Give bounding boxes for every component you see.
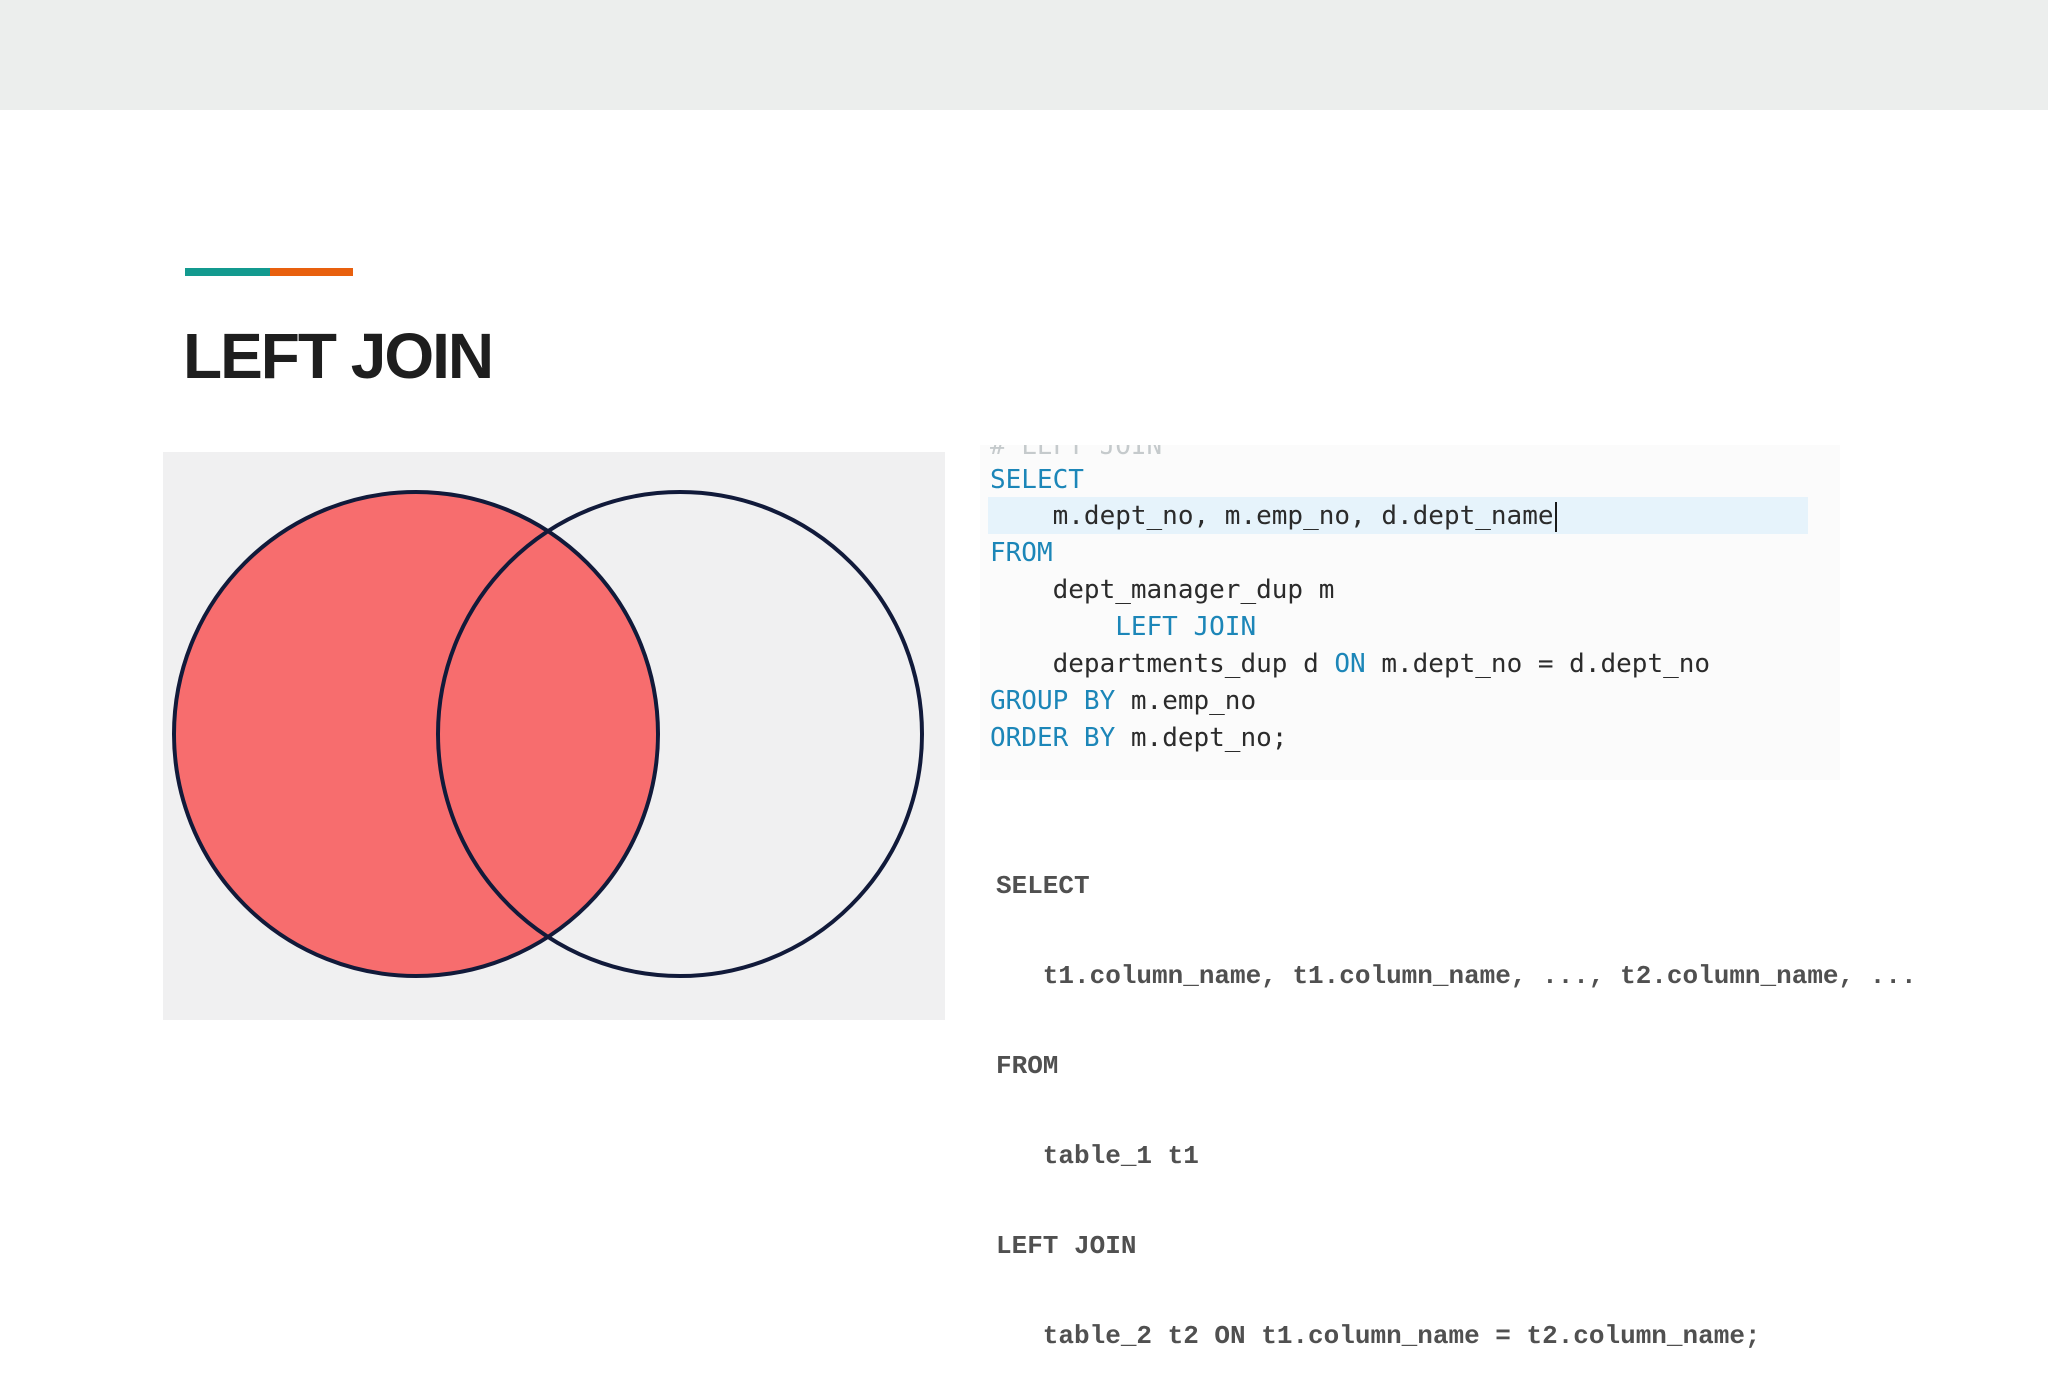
syntax-line-6: table_2 t2 ON t1.column_name = t2.column… bbox=[996, 1321, 1761, 1351]
kw-order-by: ORDER BY bbox=[990, 723, 1116, 753]
kw-on: ON bbox=[1334, 649, 1366, 679]
syntax-line-2: t1.column_name, t1.column_name, ..., t2.… bbox=[996, 961, 1917, 991]
title-accent-teal-bar bbox=[185, 268, 270, 276]
code-line-7: GROUP BY m.emp_no bbox=[990, 683, 1256, 719]
kw-from: FROM bbox=[990, 538, 1053, 568]
top-band bbox=[0, 0, 2048, 110]
kw-group-by: GROUP BY bbox=[990, 686, 1116, 716]
code-order-column: m.dept_no; bbox=[1115, 723, 1288, 753]
code-line-8: ORDER BY m.dept_no; bbox=[990, 720, 1287, 756]
code-group-column: m.emp_no bbox=[1115, 686, 1257, 716]
code-line-1: SELECT bbox=[990, 462, 1084, 498]
code-from-table: dept_manager_dup m bbox=[990, 575, 1335, 605]
text-caret bbox=[1554, 501, 1557, 532]
kw-left-join: LEFT JOIN bbox=[990, 612, 1257, 642]
kw-select: SELECT bbox=[990, 465, 1084, 495]
code-select-columns: m.dept_no, m.emp_no, d.dept_name bbox=[990, 501, 1554, 531]
syntax-line-3: FROM bbox=[996, 1051, 1059, 1081]
syntax-line-5: LEFT JOIN bbox=[996, 1231, 1137, 1261]
syntax-line-4: table_1 t1 bbox=[996, 1141, 1199, 1171]
code-line-2[interactable]: m.dept_no, m.emp_no, d.dept_name bbox=[990, 498, 1557, 534]
code-join-condition: m.dept_no = d.dept_no bbox=[1365, 649, 1711, 679]
syntax-template-code: SELECT t1.column_name, t1.column_name, .… bbox=[996, 811, 1917, 1381]
venn-right-set bbox=[436, 490, 924, 978]
code-join-table: departments_dup d bbox=[990, 649, 1335, 679]
venn-diagram bbox=[163, 452, 945, 1020]
current-line-highlight bbox=[988, 497, 1808, 534]
venn-intersection bbox=[438, 492, 658, 976]
venn-left-outline bbox=[172, 490, 660, 978]
title-accent-orange-bar bbox=[270, 268, 353, 276]
code-cut-comment: # LEFT JOIN bbox=[990, 445, 1163, 461]
example-query-code: # LEFT JOIN SELECT m.dept_no, m.emp_no, … bbox=[980, 445, 1840, 780]
slide-title: LEFT JOIN bbox=[183, 320, 494, 392]
code-line-5: LEFT JOIN bbox=[990, 609, 1256, 645]
code-line-6: departments_dup d ON m.dept_no = d.dept_… bbox=[990, 646, 1710, 682]
code-line-3: FROM bbox=[990, 535, 1053, 571]
code-line-4: dept_manager_dup m bbox=[990, 572, 1335, 608]
syntax-line-1: SELECT bbox=[996, 871, 1090, 901]
